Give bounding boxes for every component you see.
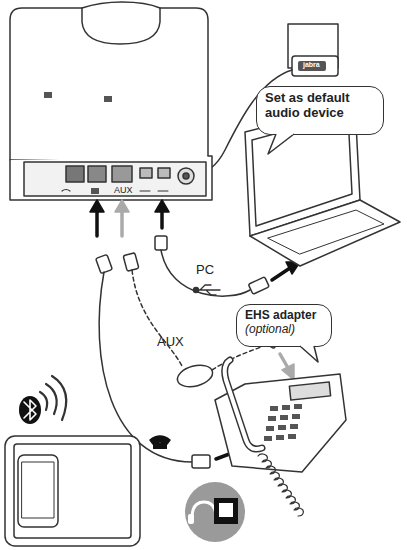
cable-label: AUX xyxy=(157,334,184,349)
callout-bubble: Set as default audio device xyxy=(256,86,384,135)
cable-label: PC xyxy=(196,262,214,277)
port-label: AUX xyxy=(114,185,133,195)
callout-text: EHS adapter xyxy=(245,309,323,323)
callout-text: (optional) xyxy=(245,323,323,337)
callout-text: Set as default audio device xyxy=(265,91,375,121)
callout-bubble: EHS adapter(optional) xyxy=(236,304,332,347)
brand-mark: jabra xyxy=(303,61,320,68)
